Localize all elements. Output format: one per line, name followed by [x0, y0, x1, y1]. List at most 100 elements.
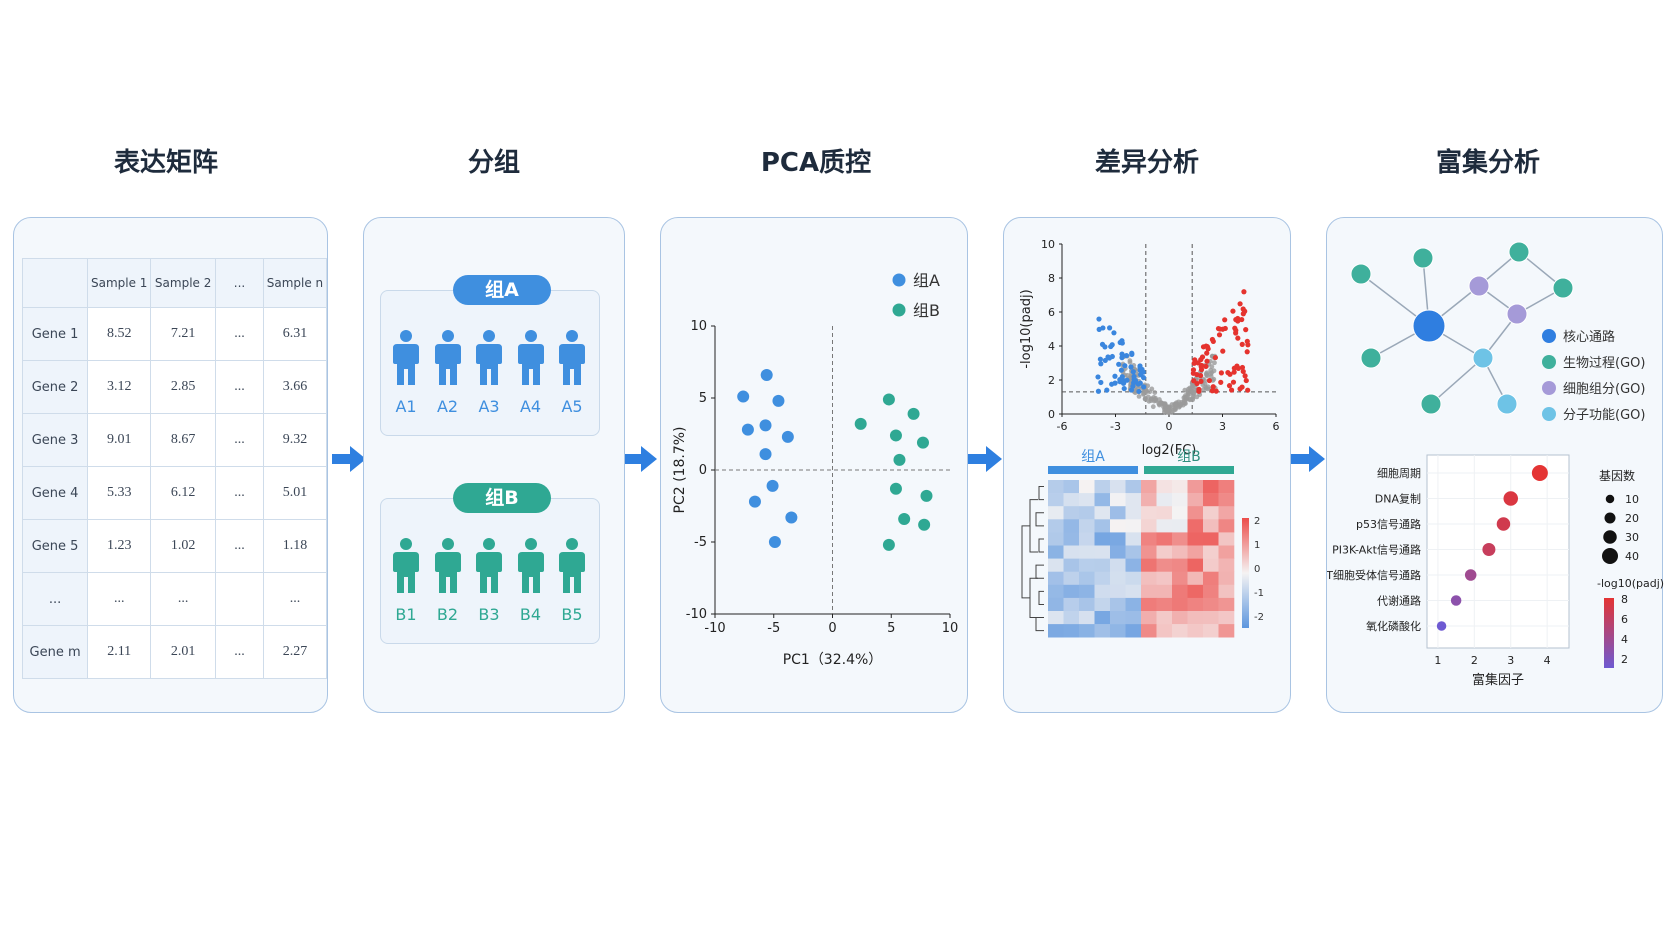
matrix-cell: 2.11 — [87, 625, 152, 679]
step-title-pca-qc: PCA质控 — [760, 148, 872, 178]
heatmap-cell — [1172, 584, 1188, 599]
volcano-point-ns — [1172, 401, 1178, 407]
heatmap-cell — [1172, 624, 1188, 638]
pca-point — [766, 479, 779, 492]
x-tick-label: 10 — [942, 621, 959, 636]
heatmap-cell — [1141, 480, 1157, 494]
volcano-point-up — [1220, 348, 1226, 354]
heatmap-cell — [1203, 571, 1219, 586]
matrix-row-header: Gene 4 — [21, 466, 89, 520]
heatmap-scale-label: -2 — [1254, 612, 1264, 623]
heatmap-cell — [1187, 558, 1204, 572]
matrix-row-header: Gene m — [21, 625, 89, 679]
volcano-point-down — [1123, 352, 1130, 359]
legend-swatch — [1542, 407, 1556, 421]
person-icon — [391, 329, 421, 391]
x-tick-label: 3 — [1507, 654, 1514, 667]
volcano-point-ns — [1147, 389, 1153, 395]
matrix-cell: 1.02 — [150, 519, 217, 573]
volcano-point-up — [1217, 326, 1223, 332]
volcano-point-ns — [1179, 399, 1185, 405]
heatmap-cell — [1125, 493, 1142, 507]
person-icon — [391, 537, 421, 599]
heatmap-cell — [1094, 597, 1111, 612]
group-a-label: 组A — [453, 275, 551, 305]
volcano-point-up — [1244, 338, 1250, 344]
heatmap-cell — [1079, 624, 1095, 638]
pca-point — [759, 448, 772, 461]
heatmap-cell — [1079, 532, 1095, 546]
volcano-point-ns — [1191, 391, 1196, 397]
heatmap-cell — [1172, 506, 1188, 520]
dendrogram-branch — [1038, 538, 1044, 553]
heatmap-cell — [1203, 545, 1219, 559]
dendrogram-branch — [1021, 525, 1030, 599]
y-tick-label: 10 — [690, 319, 707, 334]
heatmap-cell — [1218, 624, 1235, 638]
volcano-point-down — [1095, 374, 1101, 380]
volcano-point-up — [1239, 364, 1246, 371]
heatmap-cell — [1110, 611, 1126, 625]
heatmap-cell — [1110, 597, 1126, 612]
volcano-point-down — [1102, 357, 1108, 364]
matrix-cell: 7.21 — [150, 307, 217, 361]
network-node — [1468, 275, 1490, 297]
volcano-point-up — [1218, 379, 1224, 385]
heatmap-cell — [1141, 506, 1157, 520]
heatmap-cell — [1079, 611, 1095, 625]
person-icon — [557, 329, 587, 391]
pca-point — [741, 423, 754, 436]
step-title-differential-analysis: 差异分析 — [1094, 148, 1199, 178]
heatmap-cell — [1218, 611, 1235, 625]
heatmap-cell — [1141, 545, 1157, 559]
enrichment-point — [1503, 491, 1518, 506]
person-icon — [516, 329, 546, 391]
heatmap-cell — [1156, 597, 1173, 612]
heatmap-cell — [1141, 571, 1157, 586]
volcano-point-up — [1239, 341, 1245, 347]
matrix-row-header: Gene 5 — [21, 519, 89, 573]
color-legend-label: 2 — [1621, 653, 1628, 666]
sample-label: A1 — [395, 397, 417, 416]
pca-point — [759, 419, 772, 432]
volcano-point-up — [1213, 388, 1219, 394]
heatmap-cell — [1125, 506, 1142, 520]
matrix-cell: 9.32 — [262, 413, 328, 467]
network-node — [1472, 347, 1494, 369]
heatmap-cell — [1218, 558, 1235, 572]
pca-point — [854, 417, 867, 430]
sample-label: A3 — [478, 397, 500, 416]
volcano-point-up — [1199, 354, 1206, 360]
category-label: 氧化磷酸化 — [1366, 619, 1421, 633]
heatmap-cell — [1110, 545, 1126, 559]
volcano-point-up — [1237, 386, 1243, 392]
heatmap-cell — [1125, 558, 1142, 572]
volcano-point-up — [1234, 363, 1240, 369]
dendrogram-branch — [1029, 577, 1038, 619]
volcano-point-up — [1243, 377, 1249, 384]
heatmap-cell — [1110, 493, 1126, 507]
heatmap-cell — [1063, 545, 1080, 559]
heatmap-cell — [1110, 480, 1126, 494]
matrix-cell: ... — [215, 466, 264, 520]
legend-swatch — [1542, 355, 1556, 369]
y-axis-label: PC2 (18.7%) — [672, 427, 688, 514]
legend-swatch — [892, 273, 906, 287]
step-title-enrichment-analysis: 富集分析 — [1435, 148, 1540, 178]
group-a-bar — [1048, 466, 1138, 474]
volcano-point-down — [1109, 342, 1115, 348]
matrix-header-cell: Sample 1 — [87, 258, 152, 308]
color-legend-label: 6 — [1621, 613, 1628, 626]
heatmap-cell — [1141, 597, 1157, 612]
heatmap-cell — [1218, 545, 1235, 559]
volcano-point-ns — [1153, 397, 1159, 403]
heatmap-cell — [1203, 611, 1219, 625]
heatmap-cell — [1156, 480, 1173, 494]
matrix-cell: 2.85 — [150, 360, 217, 414]
heatmap-cell — [1125, 597, 1142, 612]
